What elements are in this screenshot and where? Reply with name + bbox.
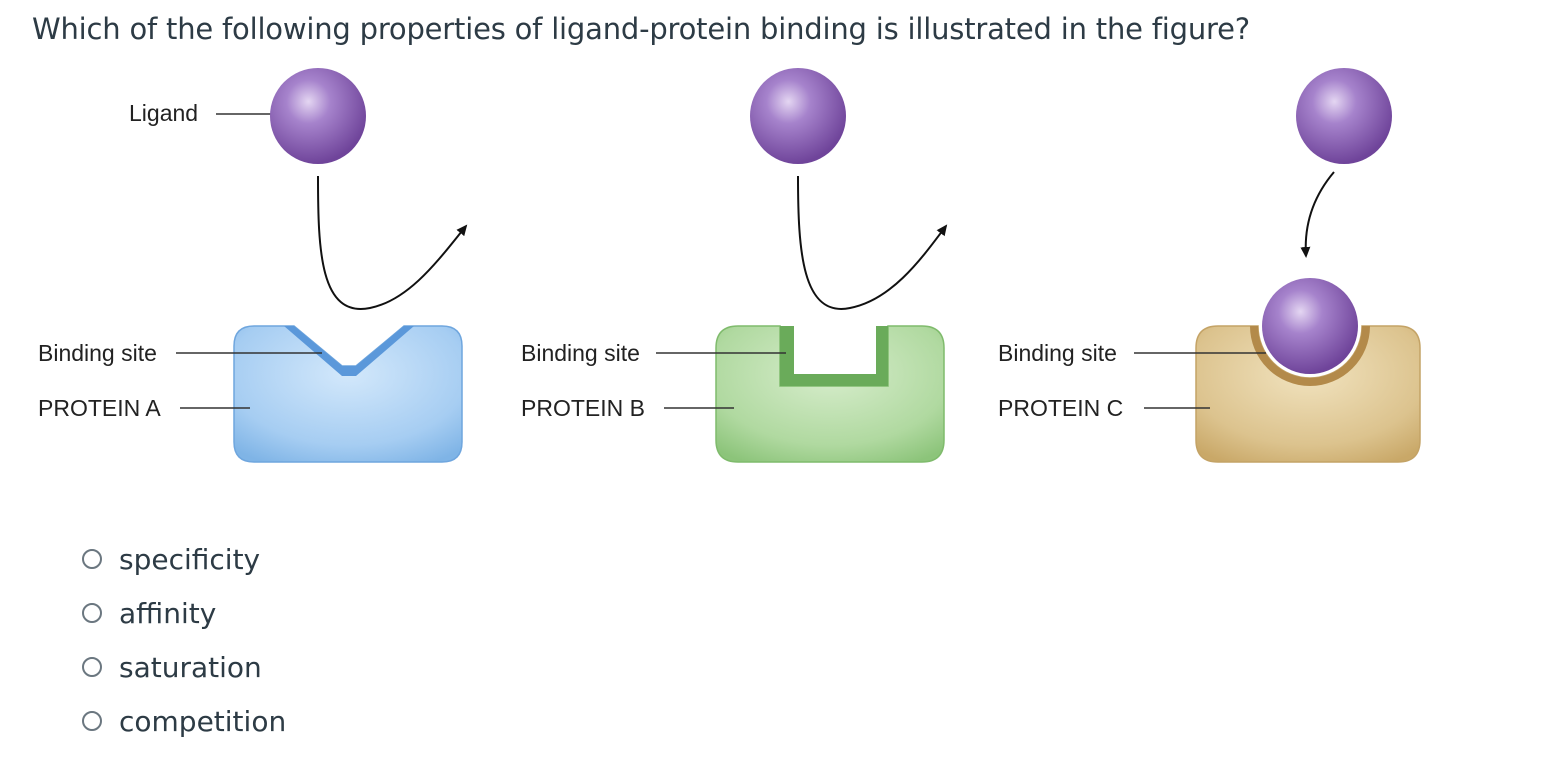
option-label[interactable]: affinity — [119, 596, 217, 630]
radio-button-affinity[interactable] — [82, 603, 102, 623]
bounce-arrow-b — [797, 175, 948, 310]
binding-arrow-c — [1300, 171, 1335, 258]
option-saturation[interactable]: saturation — [82, 640, 286, 694]
answer-options: specificity affinity saturation competit… — [82, 532, 286, 748]
protein-b-label: PROTEIN B — [521, 395, 645, 421]
protein-a-shape — [233, 325, 463, 463]
question-text: Which of the following properties of lig… — [32, 12, 1250, 46]
panel-protein-c: Binding site PROTEIN C — [998, 68, 1421, 463]
binding-site-label-b: Binding site — [521, 340, 640, 366]
option-label[interactable]: competition — [119, 704, 287, 738]
binding-site-label-c: Binding site — [998, 340, 1117, 366]
protein-a-label: PROTEIN A — [38, 395, 161, 421]
ligand-sphere-a — [270, 68, 366, 164]
panel-protein-a: Ligand Binding site PROTEIN A — [38, 68, 468, 463]
binding-site-c-pocket — [1250, 326, 1370, 386]
ligand-binding-figure: Ligand Binding site PROTEIN A Binding si… — [38, 68, 1421, 463]
binding-site-b-groove — [780, 326, 888, 386]
bound-ligand-c — [1262, 278, 1358, 374]
option-competition[interactable]: competition — [82, 694, 286, 748]
option-affinity[interactable]: affinity — [82, 586, 286, 640]
ligand-sphere-c — [1296, 68, 1392, 164]
protein-c-shape — [1195, 325, 1421, 463]
panel-protein-b: Binding site PROTEIN B — [521, 68, 948, 463]
protein-b-shape — [715, 325, 945, 463]
protein-c-label: PROTEIN C — [998, 395, 1123, 421]
radio-button-competition[interactable] — [82, 711, 102, 731]
radio-button-specificity[interactable] — [82, 549, 102, 569]
option-label[interactable]: saturation — [119, 650, 262, 684]
binding-site-label-a: Binding site — [38, 340, 157, 366]
binding-site-a-groove — [284, 326, 414, 376]
bounce-arrow-a — [317, 175, 468, 310]
radio-button-saturation[interactable] — [82, 657, 102, 677]
ligand-sphere-b — [750, 68, 846, 164]
option-label[interactable]: specificity — [119, 542, 261, 576]
option-specificity[interactable]: specificity — [82, 532, 286, 586]
ligand-label: Ligand — [129, 100, 198, 126]
